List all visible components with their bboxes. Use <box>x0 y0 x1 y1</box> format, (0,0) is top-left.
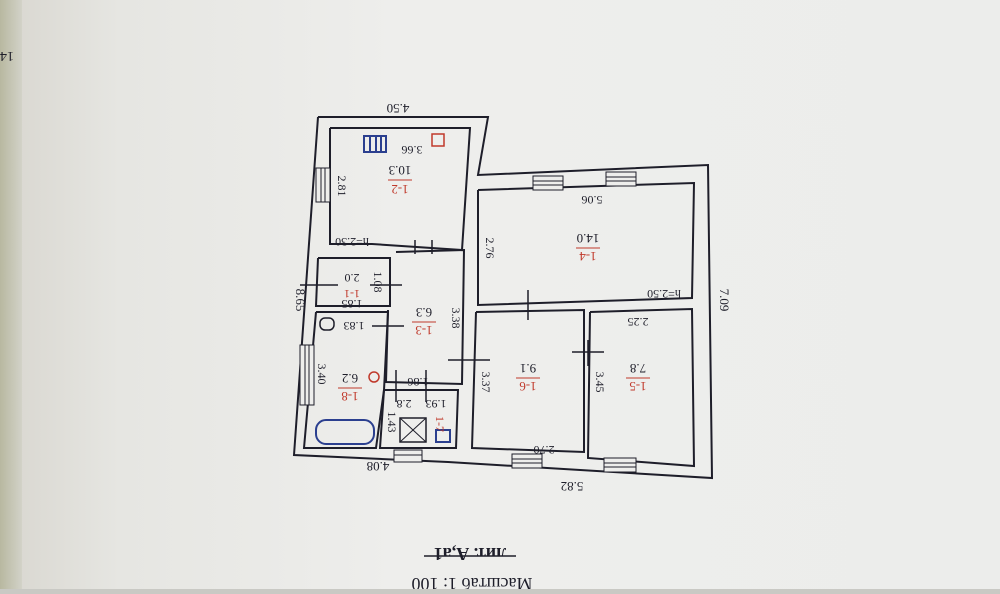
room-code: 1-7 <box>433 416 447 432</box>
room-1-1: 1-1 2.0 1.85 1.08 <box>342 271 386 311</box>
dim-bottom-left: 4.08 <box>367 459 390 474</box>
room-depth: 3.45 <box>593 372 607 393</box>
room-depth: 3.40 <box>315 364 329 385</box>
room-1-4: 1-4 14.0 5.06 2.76 h=2.50 <box>483 193 681 301</box>
room-depth: 1.08 <box>371 272 385 293</box>
room-code: 1-2 <box>391 182 408 197</box>
room-depth: 3.37 <box>479 372 493 393</box>
room-depth: 2.81 <box>335 176 349 197</box>
room-area: 2.8 <box>397 397 412 411</box>
room-1-1-walls <box>314 257 391 307</box>
room-code: 1-1 <box>344 287 360 301</box>
room-width: 1.83 <box>344 319 365 333</box>
room-width: 3.66 <box>402 143 423 157</box>
meter-icon <box>435 429 451 443</box>
room-1-6-walls <box>470 308 585 454</box>
room-width: 5.06 <box>582 193 603 207</box>
room-area: 6.2 <box>342 371 358 386</box>
title-block: лит. А,а1 Масштаб 1: 100 <box>411 544 532 594</box>
room-area: 2.0 <box>345 271 360 285</box>
room-code: 1-6 <box>519 379 537 394</box>
outer-contour <box>292 116 714 480</box>
lit-label: лит. А,а1 <box>434 544 506 564</box>
door-marks <box>300 240 604 402</box>
window-left-bottom <box>299 344 315 406</box>
margin-mark: 14 <box>0 48 14 63</box>
room-depth: 3.38 <box>449 308 463 329</box>
fixtures <box>315 133 451 445</box>
dimension-labels: 4.50 7.09 4.08 5.82 8.65 <box>293 101 732 494</box>
room-1-8: 1-8 6.2 1.83 3.40 <box>315 319 365 404</box>
room-code: 1-3 <box>415 323 432 338</box>
windows <box>299 167 637 473</box>
room-1-6: 1-6 9.1 2.70 3.37 <box>479 361 555 457</box>
sink-icon <box>368 371 380 383</box>
room-width: 2.25 <box>628 315 649 329</box>
stove-icon <box>431 133 445 147</box>
paper-edge <box>0 0 22 589</box>
room-1-3: 1-3 6.3 1.86 3.38 <box>408 305 464 389</box>
room-1-7: 1-7 2.8 1.93 1.43 <box>385 397 447 433</box>
dim-bottom-right: 5.82 <box>561 479 584 494</box>
room-1-5: 1-5 7.8 2.25 3.45 <box>593 315 650 394</box>
room-area: 10.3 <box>389 163 412 178</box>
room-1-2: 1-2 10.3 3.66 2.81 h=2.30 <box>335 143 423 249</box>
dim-right: 7.09 <box>717 289 732 312</box>
outer-walls <box>292 116 714 480</box>
room-area: 9.1 <box>520 361 536 376</box>
room-area: 7.8 <box>630 361 646 376</box>
room-1-2-walls <box>329 127 472 252</box>
room-code: 1-4 <box>579 249 597 264</box>
window-top-1 <box>532 175 564 191</box>
window-top-2 <box>605 171 637 187</box>
room-1-3-walls <box>384 248 466 386</box>
room-depth: 1.43 <box>385 412 399 433</box>
room-width: 2.70 <box>534 443 555 457</box>
room-width: 1.86 <box>408 375 429 389</box>
dim-top: 4.50 <box>387 101 410 116</box>
window-bottom-2 <box>603 457 637 473</box>
room-1-8-walls <box>302 311 390 449</box>
toilet-icon <box>319 317 335 331</box>
window-bottom-3 <box>393 449 423 463</box>
window-left-top <box>315 167 331 203</box>
dim-left: 8.65 <box>293 289 308 312</box>
room-1-7-walls <box>378 389 460 449</box>
room-area: 6.3 <box>416 305 432 320</box>
scale-label: Масштаб 1: 100 <box>411 574 532 589</box>
room-height: h=2.50 <box>647 287 681 301</box>
room-depth: 2.76 <box>483 238 497 259</box>
room-width: 1.93 <box>426 397 447 411</box>
boiler-icon <box>399 417 427 443</box>
room-height: h=2.30 <box>335 235 369 249</box>
room-code: 1-5 <box>629 379 646 394</box>
room-code: 1-8 <box>341 389 358 404</box>
room-area: 14.0 <box>577 231 600 246</box>
room-width: 1.85 <box>342 297 363 311</box>
window-bottom-1 <box>511 453 543 469</box>
room-1-5-walls <box>586 307 696 468</box>
bathtub-icon <box>315 419 375 445</box>
